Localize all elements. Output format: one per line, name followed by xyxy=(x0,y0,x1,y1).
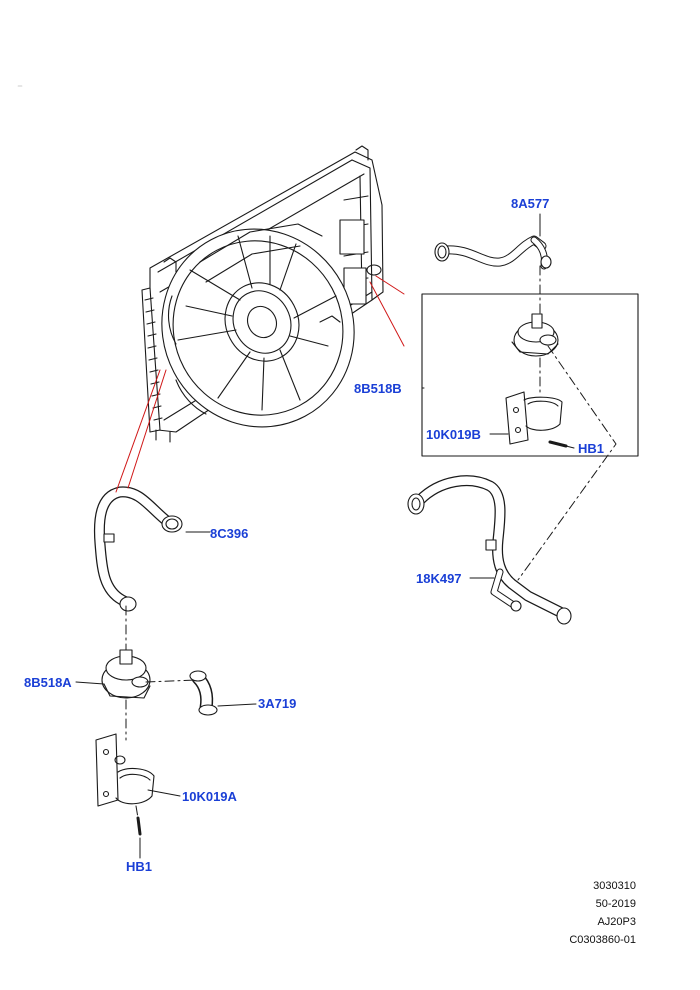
connection-lines xyxy=(125,265,617,819)
reference-code: 50-2019 xyxy=(595,898,636,910)
bolt-HB1-bottom xyxy=(136,816,142,836)
detail-frame xyxy=(421,293,639,457)
label-8B518A: 8B518A xyxy=(24,675,72,690)
hose-8A577 xyxy=(434,235,552,270)
hose-8C396 xyxy=(93,486,183,612)
radiator-fan-assembly xyxy=(141,145,384,443)
bracket-10K019B xyxy=(505,391,563,445)
pump-8B518A xyxy=(101,649,151,699)
label-HB1-bottom: HB1 xyxy=(126,859,153,874)
reference-code: C0303860-01 xyxy=(569,934,636,946)
pump-8B518B xyxy=(511,313,559,357)
label-18K497: 18K497 xyxy=(416,571,462,586)
bracket-10K019A xyxy=(95,733,155,807)
label-10K019B: 10K019B xyxy=(426,427,481,442)
pipe-18K497 xyxy=(407,475,572,625)
label-HB1-top: HB1 xyxy=(578,441,605,456)
red-leaders xyxy=(115,275,405,493)
label-8B518B: 8B518B xyxy=(354,381,402,396)
label-8C396: 8C396 xyxy=(210,526,249,541)
bolt-HB1-top xyxy=(548,440,568,448)
label-10K019A: 10K019A xyxy=(182,789,237,804)
reference-code: AJ20P3 xyxy=(597,916,636,928)
label-8A577: 8A577 xyxy=(511,196,550,211)
label-3A719: 3A719 xyxy=(258,696,297,711)
reference-code: 3030310 xyxy=(593,880,636,892)
hose-3A719 xyxy=(189,670,218,716)
